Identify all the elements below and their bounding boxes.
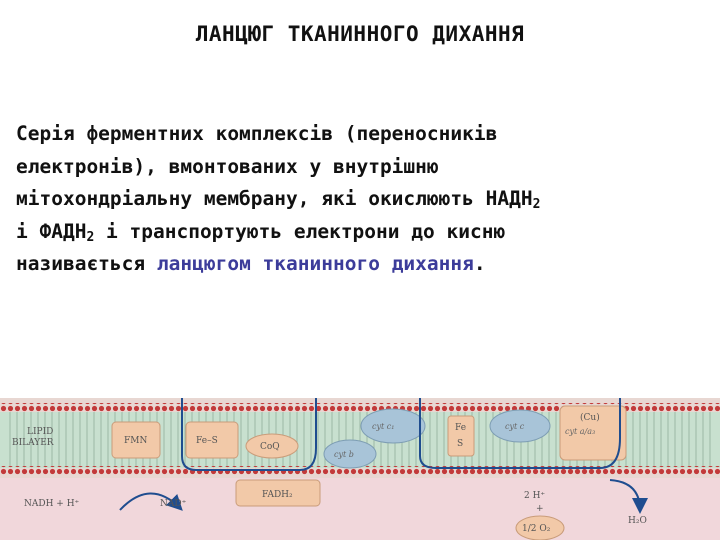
matrix-region [0, 478, 720, 540]
two-h-label: 2 H⁺ [524, 491, 545, 501]
coq-carrier [245, 433, 299, 459]
cyt-aa3-label: cyt a/a₃ [565, 427, 595, 436]
paragraph-line-3: мітохондріальну мембрану, які окислюють … [16, 183, 706, 216]
fmn-label: FMN [124, 436, 147, 446]
fes-complex [185, 421, 239, 459]
line-5-period: . [473, 252, 486, 275]
fmn-complex [111, 421, 161, 459]
plus-label: + [536, 504, 544, 514]
fe-s-center [447, 415, 475, 457]
definition-paragraph: Серія ферментних комплексів (переносникі… [16, 118, 706, 281]
water-label: H₂O [628, 516, 647, 526]
inner-head-row [0, 466, 720, 475]
fes-label: Fe–S [196, 436, 218, 446]
half-o2-label: 1/2 O₂ [522, 524, 551, 534]
respiratory-chain-diagram: LIPID BILAYER FMN Fe–S CoQ cyt c₁ cyt b … [0, 398, 720, 540]
highlight-term: ланцюгом тканинного дихання [156, 252, 474, 275]
line-4-text-b: і транспортують електрони до кисню [94, 219, 506, 243]
line-5-text: називається [16, 252, 157, 275]
cyt-oxidase-complex [559, 405, 627, 461]
subscript-2: 2 [86, 229, 95, 245]
cyt-b [323, 439, 377, 469]
cyt-c-label: cyt c [505, 422, 525, 431]
electron-path-1 [181, 398, 317, 471]
lipid-label: LIPID [27, 427, 53, 437]
s-label: S [457, 439, 463, 449]
cyt-b-label: cyt b [334, 450, 354, 459]
cyt-c1 [360, 408, 426, 444]
paragraph-line-5: називається ланцюгом тканинного дихання. [16, 248, 706, 281]
cu-label: (Cu) [580, 412, 600, 423]
cyt-c1-label: cyt c₁ [372, 422, 394, 431]
cyt-c [489, 409, 551, 443]
line-4-text-a: і ФАДН [16, 219, 87, 243]
water-formation-arrow [609, 479, 648, 514]
oxygen-molecule [515, 515, 565, 540]
line-3-text: мітохондріальну мембрану, які окислюють … [16, 187, 533, 210]
fadh2-box [235, 479, 321, 507]
nadh-oxidation-arrow [119, 492, 183, 511]
outer-head-row [0, 403, 720, 412]
nad-label: NAD⁺ [160, 499, 187, 509]
bilayer-label: BILAYER [12, 438, 54, 448]
coq-label: CoQ [260, 442, 280, 452]
subscript-2: 2 [532, 197, 541, 212]
electron-path-2 [419, 398, 621, 469]
paragraph-line-1: Серія ферментних комплексів (переносникі… [16, 122, 498, 145]
page-title: ЛАНЦЮГ ТКАНИННОГО ДИХАННЯ [195, 22, 525, 46]
paragraph-line-2: електронів), вмонтованих у внутрішню [16, 154, 439, 178]
nadh-label: NADH + H⁺ [24, 499, 80, 509]
paragraph-line-4: і ФАДН2 і транспортують електрони до кис… [16, 216, 706, 249]
fe-label: Fe [455, 423, 466, 433]
fadh2-label: FADH₂ [262, 490, 293, 500]
